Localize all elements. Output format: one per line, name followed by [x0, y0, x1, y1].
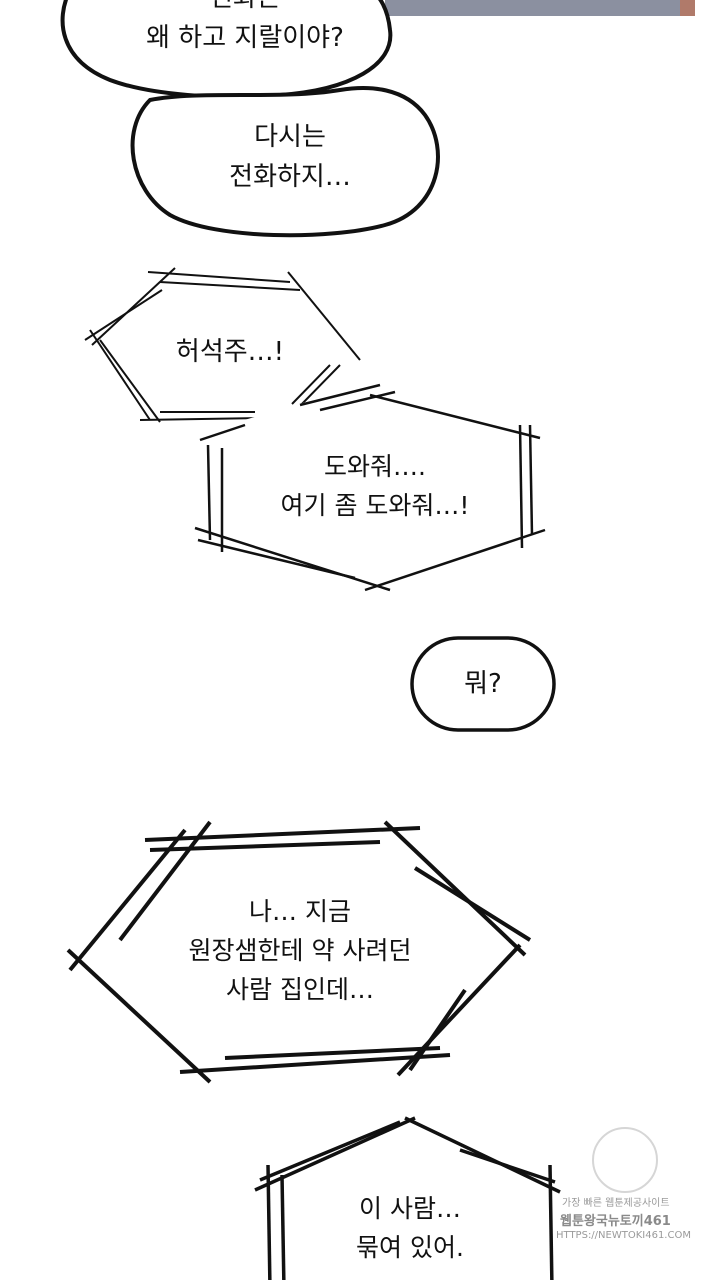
speech-bubble-3	[410, 636, 556, 732]
watermark-line-2: 웹툰왕국뉴토끼461	[560, 1214, 671, 1229]
shout-4-line-2: 묶여 있어.	[356, 1232, 464, 1262]
speech-bubble-2	[130, 86, 440, 238]
speech-bubble-2-text: 다시는 전화하지…	[140, 117, 440, 198]
shout-1-line-1: 허석주…!	[175, 337, 285, 367]
shout-3-line-3: 사람 집인데…	[226, 974, 374, 1004]
shout-bubble-3	[66, 820, 532, 1084]
top-panel-image	[385, 0, 695, 16]
shout-2-line-2: 여기 좀 도와줘…!	[280, 490, 470, 520]
shout-bubble-2-text: 도와줘…. 여기 좀 도와줘…!	[225, 448, 525, 526]
shout-bubble-1-text: 허석주…!	[120, 332, 340, 372]
watermark-mascot	[592, 1127, 658, 1193]
shout-bubble-4-text: 이 사람… 묶여 있어.	[280, 1190, 540, 1268]
shout-bubble-4	[254, 1116, 561, 1280]
watermark-line-1: 가장 빠른 웹툰제공사이트	[562, 1198, 670, 1209]
speech-1-line-2: 왜 하고 지랄이야?	[146, 23, 344, 54]
shout-bubble-2	[194, 383, 546, 592]
speech-bubble-1-text: 전화는 왜 하고 지랄이야?	[95, 0, 395, 59]
shout-3-line-2: 원장샘한테 약 사려던	[188, 935, 412, 965]
watermark-line-3: HTTPS://NEWTOKI461.COM	[556, 1230, 691, 1241]
speech-bubble-3-text: 뭐?	[412, 664, 554, 704]
shout-bubble-3-text: 나… 지금 원장샘한테 약 사려던 사람 집인데…	[130, 893, 470, 1009]
speech-1-line-1: 전화는	[95, 0, 395, 18]
top-panel-edge	[680, 0, 695, 16]
speech-2-line-2: 전화하지…	[229, 162, 351, 193]
speech-3-line-1: 뭐?	[464, 669, 502, 699]
shout-4-line-1: 이 사람…	[359, 1194, 461, 1223]
shout-3-line-1: 나… 지금	[249, 897, 351, 926]
shout-2-line-1: 도와줘….	[324, 452, 426, 481]
shout-bubble-1	[84, 267, 361, 423]
speech-2-line-1: 다시는	[254, 122, 326, 152]
